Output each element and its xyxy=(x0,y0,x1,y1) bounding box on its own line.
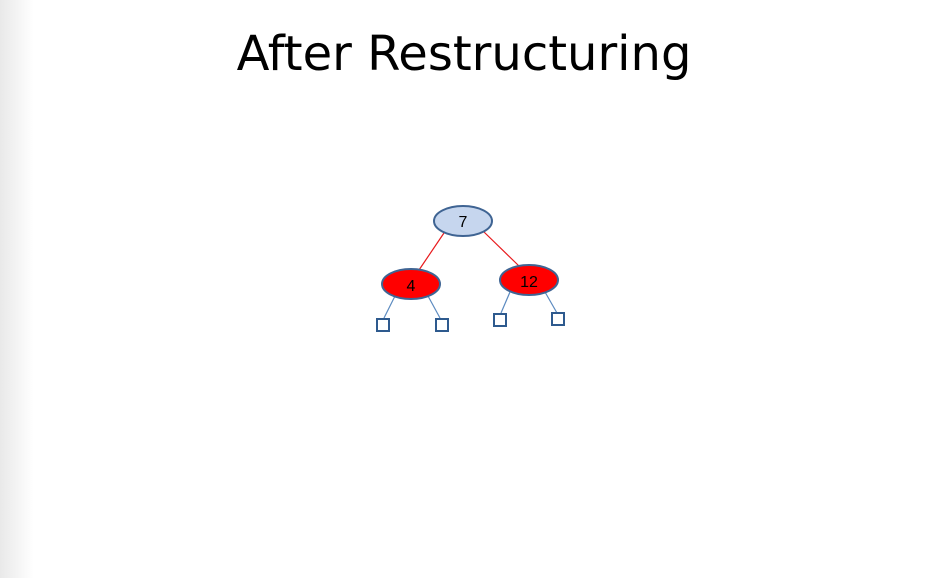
leaf-node xyxy=(376,318,390,332)
edge-12-to-leaf-3 xyxy=(500,291,511,314)
edge-4-to-leaf-1 xyxy=(383,295,396,319)
leaf-node xyxy=(493,313,507,327)
edge-7-to-4 xyxy=(418,229,447,271)
edge-4-to-leaf-2 xyxy=(427,295,441,319)
leaf-node xyxy=(551,312,565,326)
tree-node-7: 7 xyxy=(433,205,493,237)
tree-node-4: 4 xyxy=(381,268,441,300)
edge-7-to-12 xyxy=(483,231,520,267)
slide-edge-shadow xyxy=(0,0,34,578)
edge-12-to-leaf-4 xyxy=(544,291,558,314)
tree-node-12: 12 xyxy=(499,264,559,296)
leaf-node xyxy=(435,318,449,332)
tree-node-12-label: 12 xyxy=(520,274,538,291)
slide-title: After Restructuring xyxy=(236,26,692,82)
tree-node-4-label: 4 xyxy=(407,278,416,295)
tree-node-7-label: 7 xyxy=(459,214,468,231)
